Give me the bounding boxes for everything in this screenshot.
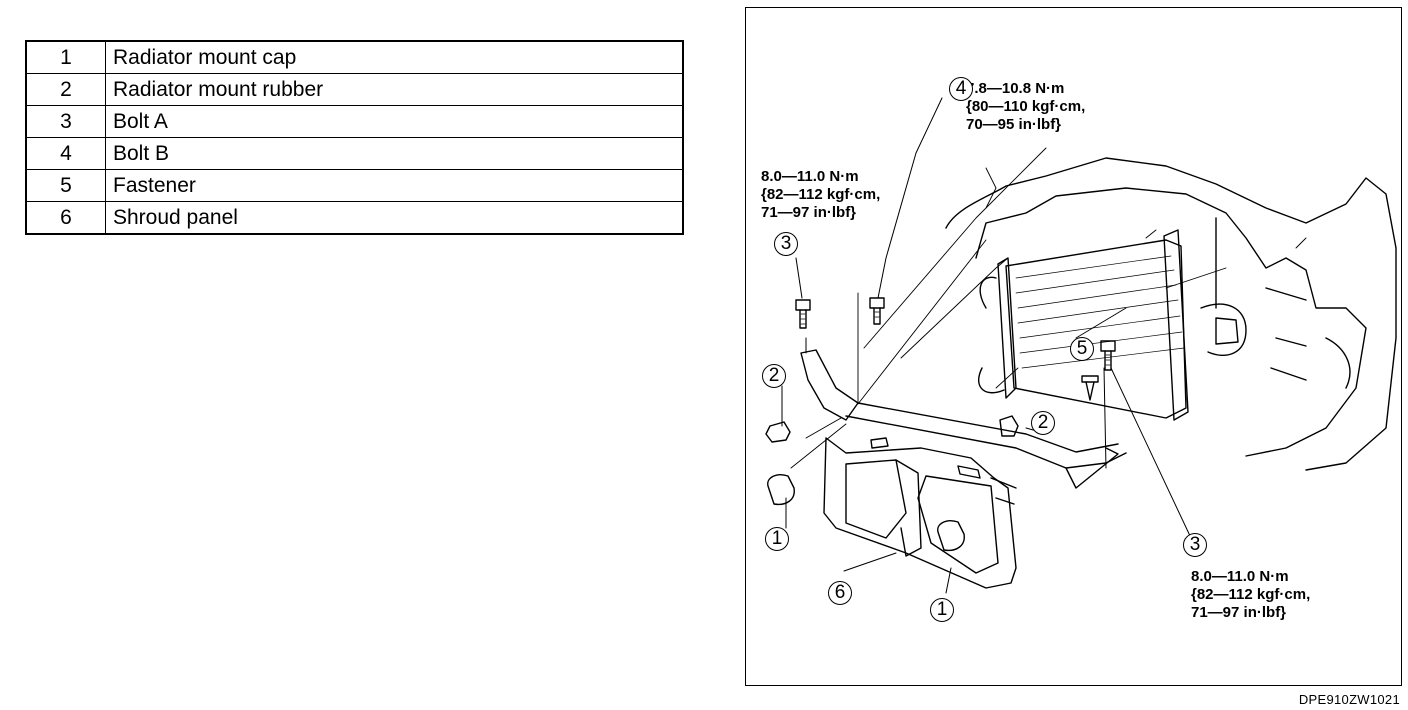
radiator-core <box>1005 239 1187 419</box>
torque-nm: 8.0—11.0 N·m <box>1191 568 1289 585</box>
shroud-panel-outline <box>823 437 1017 589</box>
strut-tower-outline <box>1200 303 1247 356</box>
callout-rubber-right: 2 <box>1031 411 1055 435</box>
radiator-fins <box>1015 255 1185 369</box>
exploded-view-illustration: 7.8—10.8 N·m {80—110 kgf·cm, 70—95 in·lb… <box>745 7 1402 686</box>
legend-row: 4 Bolt B <box>25 137 684 170</box>
shroud-center-pillar <box>895 459 922 557</box>
part-number: 3 <box>25 105 106 138</box>
callout-cap-bottom: 1 <box>930 598 954 622</box>
torque-lbf: 71—97 in·lbf} <box>761 204 857 221</box>
part-name: Shroud panel <box>105 201 684 235</box>
radiator-hoses <box>977 276 1005 394</box>
engine-detail-lines <box>1265 287 1351 389</box>
part-number: 2 <box>25 73 106 106</box>
bolt-b-drawing <box>869 297 885 325</box>
torque-lbf: 71—97 in·lbf} <box>1191 604 1287 621</box>
part-number: 6 <box>25 201 106 235</box>
figure-code: DPE910ZW1021 <box>1298 692 1400 707</box>
torque-kgf: {80—110 kgf·cm, <box>966 98 1086 115</box>
bolt-a-left-drawing <box>795 299 811 329</box>
legend-row: 6 Shroud panel <box>25 201 684 235</box>
legend-row: 5 Fastener <box>25 169 684 202</box>
torque-nm: 7.8—10.8 N·m <box>966 80 1065 97</box>
callout-fastener: 5 <box>1070 337 1094 361</box>
callout-bolt-a-right: 3 <box>1183 533 1207 557</box>
leader-lines <box>781 97 1192 594</box>
torque-spec-bolt-a-left: 8.0—11.0 N·m {82—112 kgf·cm, 71—97 in·lb… <box>761 168 880 222</box>
radiator-left-tank <box>997 257 1017 399</box>
part-name: Radiator mount cap <box>105 40 684 74</box>
torque-kgf: {82—112 kgf·cm, <box>1191 586 1311 603</box>
fastener-drawing <box>1081 375 1099 401</box>
torque-lbf: 70—95 in·lbf} <box>966 116 1062 133</box>
engine-bay-outline <box>945 157 1397 471</box>
callout-bolt-b: 4 <box>949 77 973 101</box>
shroud-detail-lines <box>870 437 1017 505</box>
part-number: 1 <box>25 40 106 74</box>
torque-kgf: {82—112 kgf·cm, <box>761 186 881 203</box>
mount-cap-bottom-drawing <box>937 520 965 552</box>
legend-row: 2 Radiator mount rubber <box>25 73 684 106</box>
shroud-left-opening <box>845 459 907 539</box>
torque-nm: 8.0—11.0 N·m <box>761 168 859 185</box>
part-number: 4 <box>25 137 106 170</box>
radiator-right-tank <box>1163 229 1189 421</box>
legend-row: 3 Bolt A <box>25 105 684 138</box>
left-upper-bracket <box>800 349 859 421</box>
part-name: Radiator mount rubber <box>105 73 684 106</box>
illustration-drawing <box>765 97 1397 594</box>
bolt-a-right-drawing <box>1100 340 1116 371</box>
torque-spec-bolt-b: 7.8—10.8 N·m {80—110 kgf·cm, 70—95 in·lb… <box>966 80 1085 134</box>
part-number: 5 <box>25 169 106 202</box>
shroud-right-opening <box>917 475 999 574</box>
right-upper-bracket <box>1065 447 1119 489</box>
callout-rubber-left: 2 <box>762 364 786 388</box>
parts-legend-table: 1 Radiator mount cap 2 Radiator mount ru… <box>25 40 684 235</box>
legend-row: 1 Radiator mount cap <box>25 40 684 74</box>
part-name: Bolt B <box>105 137 684 170</box>
mount-cap-left-drawing <box>767 474 795 506</box>
assembly-guide-lines <box>790 147 1227 469</box>
callout-bolt-a-left: 3 <box>774 232 798 256</box>
engine-block-outline <box>975 187 1367 457</box>
part-name: Bolt A <box>105 105 684 138</box>
mount-rubber-right-drawing <box>999 415 1019 437</box>
part-name: Fastener <box>105 169 684 202</box>
frame-fold-lines <box>985 167 1307 249</box>
mount-rubber-left-drawing <box>765 421 791 443</box>
upper-crossmember <box>845 402 1127 469</box>
callout-shroud: 6 <box>828 581 852 605</box>
callout-cap-left: 1 <box>765 527 789 551</box>
torque-spec-bolt-a-right: 8.0—11.0 N·m {82—112 kgf·cm, 71—97 in·lb… <box>1191 568 1310 622</box>
